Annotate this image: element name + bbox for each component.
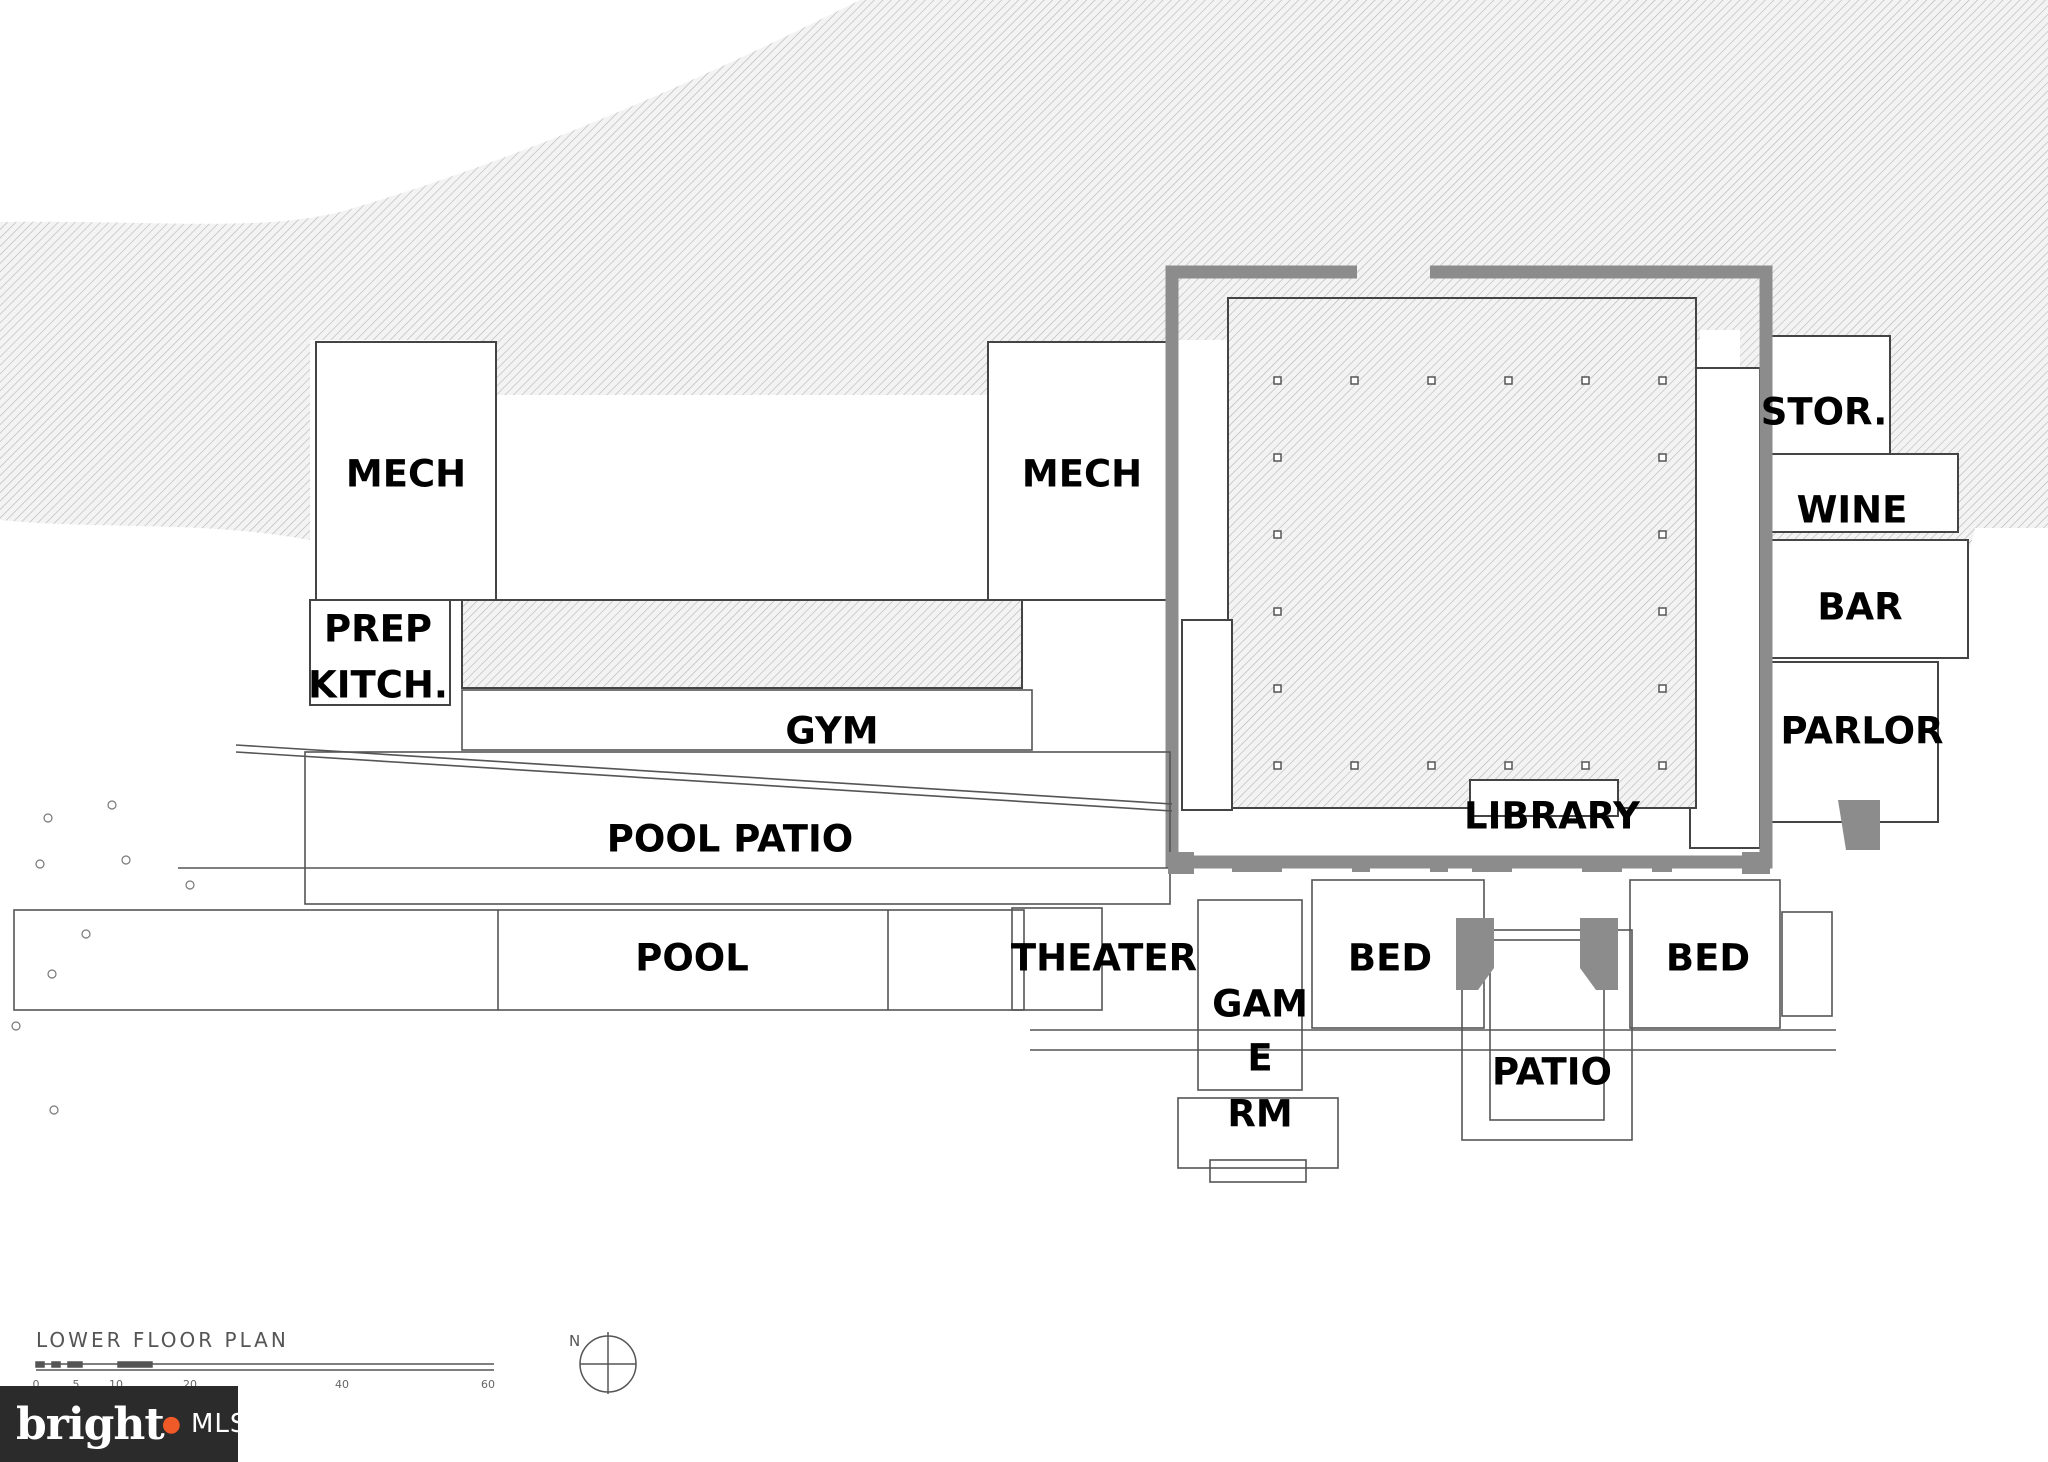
- crawl-hatch-west: [461, 599, 1023, 689]
- south-wall-piers: [1168, 800, 1880, 990]
- room-label-library: LIBRARY: [1464, 794, 1640, 838]
- room-label-storage: STOR.: [1760, 390, 1888, 434]
- mech-east-room: [987, 341, 1169, 601]
- plan-title: LOWER FLOOR PLAN: [36, 1328, 289, 1352]
- scale-tick-40: 40: [335, 1378, 349, 1391]
- logo-brand: bright: [16, 1398, 165, 1450]
- room-label-pool-patio: POOL PATIO: [606, 817, 854, 861]
- site-points: [11, 800, 195, 1115]
- bar-room: [1767, 539, 1969, 659]
- scale-tick-60: 60: [481, 1378, 495, 1391]
- parlor-room: [1767, 661, 1939, 823]
- room-label-parlor: PARLOR: [1780, 709, 1944, 753]
- logo-dot-icon: ●: [161, 1411, 181, 1437]
- service-corridor: [1689, 367, 1761, 849]
- room-label-pool: POOL: [635, 936, 749, 980]
- library-columns: [1273, 376, 1667, 770]
- scale-bar: [35, 1361, 494, 1371]
- library-floor: [1181, 619, 1233, 811]
- room-label-gym: GYM: [785, 709, 879, 753]
- scale-tick-0: 0: [32, 1378, 40, 1391]
- storage-room: [1767, 335, 1891, 455]
- room-label-wine: WINE: [1796, 488, 1908, 532]
- logo-suffix: MLS: [190, 1409, 248, 1439]
- room-label-bed-east: BED: [1665, 936, 1751, 980]
- room-label-prep-kitchen-line2: KITCH.: [308, 663, 448, 707]
- library-heavy-wall: [1165, 265, 1773, 869]
- earth-hatch-zone: [0, 0, 2048, 548]
- prep-kitchen-room: [309, 599, 451, 706]
- bright-mls-logo: bright● MLS: [0, 1386, 246, 1462]
- room-label-prep-kitchen-line1: PREP: [323, 607, 433, 651]
- north-label: N: [569, 1332, 581, 1350]
- room-label-mech-east: MECH: [1021, 452, 1143, 496]
- room-label-bed-west: BED: [1347, 936, 1433, 980]
- room-label-game-room-line3: RM: [1227, 1092, 1293, 1136]
- room-label-game-room-line1: GAM: [1212, 982, 1308, 1026]
- library-bay: [1469, 779, 1619, 817]
- north-arrow: [579, 1332, 637, 1394]
- wine-room: [1767, 453, 1959, 533]
- library-hatch: [1227, 297, 1697, 809]
- mech-west-room: [315, 341, 497, 601]
- room-label-game-room-line2: E: [1247, 1036, 1273, 1080]
- scale-tick-5: 5: [72, 1378, 80, 1391]
- room-label-theater: THEATER: [1010, 936, 1198, 980]
- lower-wing-outlines: [13, 689, 1836, 1183]
- room-label-patio: PATIO: [1492, 1050, 1612, 1094]
- room-label-bar: BAR: [1817, 585, 1903, 629]
- room-label-mech-west: MECH: [345, 452, 467, 496]
